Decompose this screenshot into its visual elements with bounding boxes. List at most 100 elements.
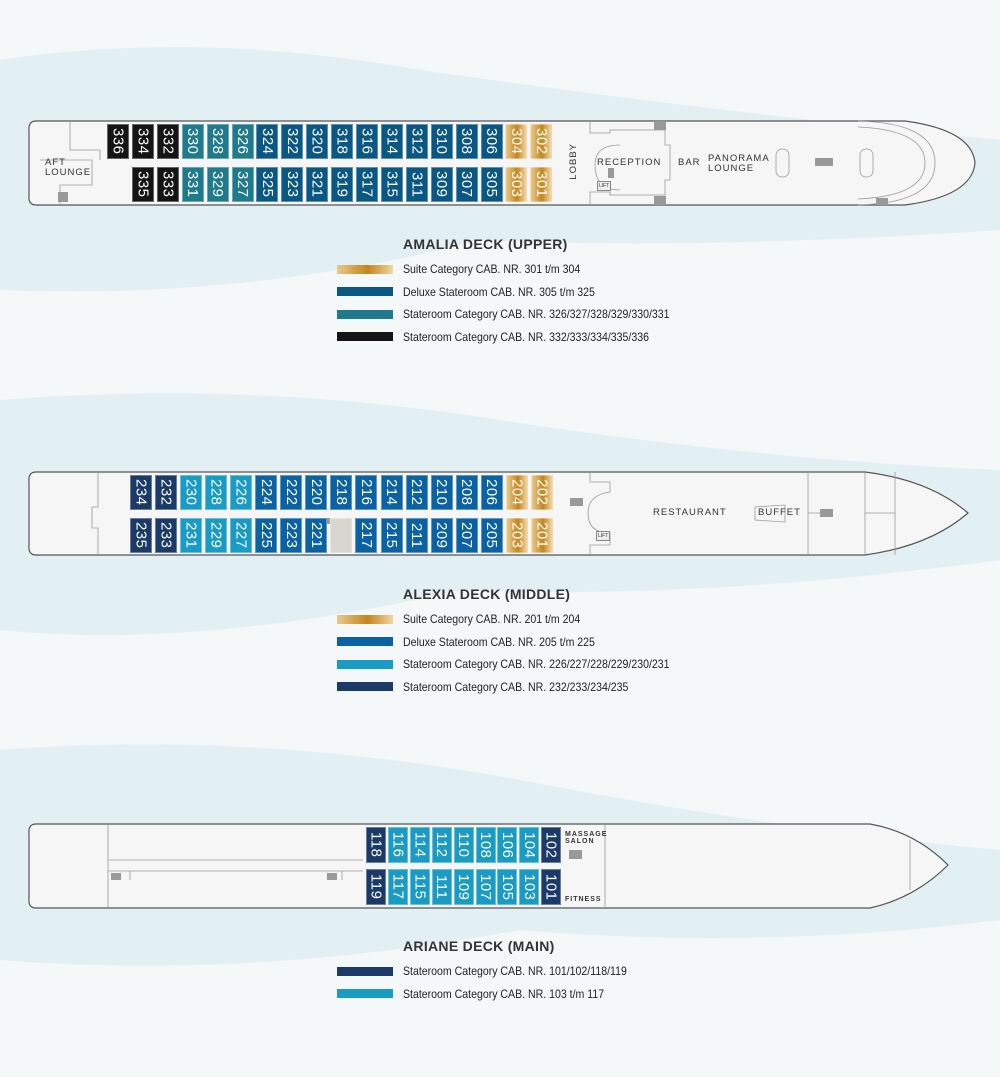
cabin-103[interactable]: 103 xyxy=(519,869,540,905)
legend-swatch xyxy=(337,659,393,669)
cabin-201[interactable]: 201 xyxy=(530,518,553,553)
cabin-108[interactable]: 108 xyxy=(475,827,496,863)
cabin-117[interactable]: 117 xyxy=(387,869,408,905)
cabin-111[interactable]: 111 xyxy=(431,869,452,905)
cabin-315[interactable]: 315 xyxy=(380,167,403,202)
cabin-110[interactable]: 110 xyxy=(453,827,474,863)
cabin-215[interactable]: 215 xyxy=(380,518,403,553)
cabin-235[interactable]: 235 xyxy=(130,518,152,553)
cabin-210[interactable]: 210 xyxy=(430,475,453,510)
cabin-309[interactable]: 309 xyxy=(430,167,453,202)
cabin-205[interactable]: 205 xyxy=(480,518,503,553)
cabin-234[interactable]: 234 xyxy=(130,475,152,510)
cabin-312[interactable]: 312 xyxy=(405,124,428,159)
reception-label: RECEPTION xyxy=(597,157,662,168)
cabin-118[interactable]: 118 xyxy=(366,827,386,863)
cabin-207[interactable]: 207 xyxy=(455,518,478,553)
cabin-322[interactable]: 322 xyxy=(281,124,304,159)
main-deck-hull xyxy=(28,823,949,909)
cabin-321[interactable]: 321 xyxy=(306,167,329,202)
cabin-314[interactable]: 314 xyxy=(380,124,403,159)
cabin-329[interactable]: 329 xyxy=(206,167,229,202)
cabin-331[interactable]: 331 xyxy=(181,167,204,202)
cabin-324[interactable]: 324 xyxy=(256,124,279,159)
cabin-228[interactable]: 228 xyxy=(205,475,228,510)
cabin-218[interactable]: 218 xyxy=(330,475,353,510)
lift-icon: LIFT xyxy=(596,531,611,541)
cabin-335[interactable]: 335 xyxy=(131,167,154,202)
cabin-217[interactable]: 217 xyxy=(355,518,378,553)
legend-item: Suite Category CAB. NR. 301 t/m 304 xyxy=(337,258,706,281)
legend-item: Stateroom Category CAB. NR. 232/233/234/… xyxy=(337,676,706,699)
cabin-325[interactable]: 325 xyxy=(256,167,279,202)
stairs-icons xyxy=(58,121,888,880)
cabin-209[interactable]: 209 xyxy=(430,518,453,553)
cabin-114[interactable]: 114 xyxy=(409,827,430,863)
cabin-226[interactable]: 226 xyxy=(230,475,253,510)
cabin-307[interactable]: 307 xyxy=(455,167,478,202)
upper-deck-legend: AMALIA DECK (UPPER)Suite Category CAB. N… xyxy=(337,236,706,348)
cabin-119[interactable]: 119 xyxy=(366,869,386,905)
cabin-224[interactable]: 224 xyxy=(255,475,278,510)
legend-text: Suite Category CAB. NR. 201 t/m 204 xyxy=(403,612,581,627)
cabin-316[interactable]: 316 xyxy=(356,124,378,159)
bar-label: BAR xyxy=(678,157,701,168)
cabin-115[interactable]: 115 xyxy=(409,869,430,905)
cabin-326[interactable]: 326 xyxy=(231,124,254,159)
cabin-223[interactable]: 223 xyxy=(280,518,303,553)
cabin-216[interactable]: 216 xyxy=(355,475,378,510)
cabin-202[interactable]: 202 xyxy=(530,475,553,510)
cabin-327[interactable]: 327 xyxy=(231,167,254,202)
cabin-323[interactable]: 323 xyxy=(281,167,304,202)
cabin-303[interactable]: 303 xyxy=(505,167,528,202)
cabin-221[interactable]: 221 xyxy=(305,518,328,553)
cabin-106[interactable]: 106 xyxy=(497,827,518,863)
cabin-225[interactable]: 225 xyxy=(255,518,278,553)
cabin-302[interactable]: 302 xyxy=(530,124,553,159)
legend-text: Deluxe Stateroom CAB. NR. 205 t/m 225 xyxy=(403,634,595,649)
cabin-310[interactable]: 310 xyxy=(430,124,453,159)
cabin-332[interactable]: 332 xyxy=(156,124,179,159)
cabin-220[interactable]: 220 xyxy=(305,475,328,510)
cabin-333[interactable]: 333 xyxy=(156,167,179,202)
cabin-319[interactable]: 319 xyxy=(331,167,354,202)
cabin-204[interactable]: 204 xyxy=(505,475,528,510)
cabin-214[interactable]: 214 xyxy=(380,475,403,510)
cabin-308[interactable]: 308 xyxy=(455,124,478,159)
cabin-222[interactable]: 222 xyxy=(280,475,303,510)
cabin-211[interactable]: 211 xyxy=(405,518,428,553)
cabin-336[interactable]: 336 xyxy=(107,124,129,159)
cabin-230[interactable]: 230 xyxy=(180,475,203,510)
cabin-116[interactable]: 116 xyxy=(387,827,408,863)
cabin-104[interactable]: 104 xyxy=(519,827,540,863)
cabin-105[interactable]: 105 xyxy=(497,869,518,905)
cabin-231[interactable]: 231 xyxy=(180,518,203,553)
cabin-229[interactable]: 229 xyxy=(205,518,228,553)
cabin-334[interactable]: 334 xyxy=(131,124,154,159)
cabin-317[interactable]: 317 xyxy=(356,167,378,202)
cabin-107[interactable]: 107 xyxy=(475,869,496,905)
legend-item: Stateroom Category CAB. NR. 101/102/118/… xyxy=(337,960,657,983)
cabin-208[interactable]: 208 xyxy=(455,475,478,510)
cabin-109[interactable]: 109 xyxy=(453,869,474,905)
cabin-102[interactable]: 102 xyxy=(541,827,562,863)
legend-text: Stateroom Category CAB. NR. 226/227/228/… xyxy=(403,657,670,672)
cabin-330[interactable]: 330 xyxy=(181,124,204,159)
cabin-328[interactable]: 328 xyxy=(206,124,229,159)
cabin-304[interactable]: 304 xyxy=(505,124,528,159)
cabin-306[interactable]: 306 xyxy=(480,124,503,159)
cabin-212[interactable]: 212 xyxy=(405,475,428,510)
cabin-227[interactable]: 227 xyxy=(230,518,253,553)
cabin-232[interactable]: 232 xyxy=(155,475,178,510)
cabin-112[interactable]: 112 xyxy=(431,827,452,863)
cabin-301[interactable]: 301 xyxy=(530,167,553,202)
cabin-101[interactable]: 101 xyxy=(541,869,562,905)
cabin-320[interactable]: 320 xyxy=(306,124,329,159)
legend-title: ARIANE DECK (MAIN) xyxy=(403,938,555,954)
cabin-233[interactable]: 233 xyxy=(155,518,178,553)
cabin-311[interactable]: 311 xyxy=(405,167,428,202)
cabin-203[interactable]: 203 xyxy=(505,518,528,553)
cabin-305[interactable]: 305 xyxy=(480,167,503,202)
cabin-318[interactable]: 318 xyxy=(331,124,354,159)
cabin-206[interactable]: 206 xyxy=(480,475,503,510)
